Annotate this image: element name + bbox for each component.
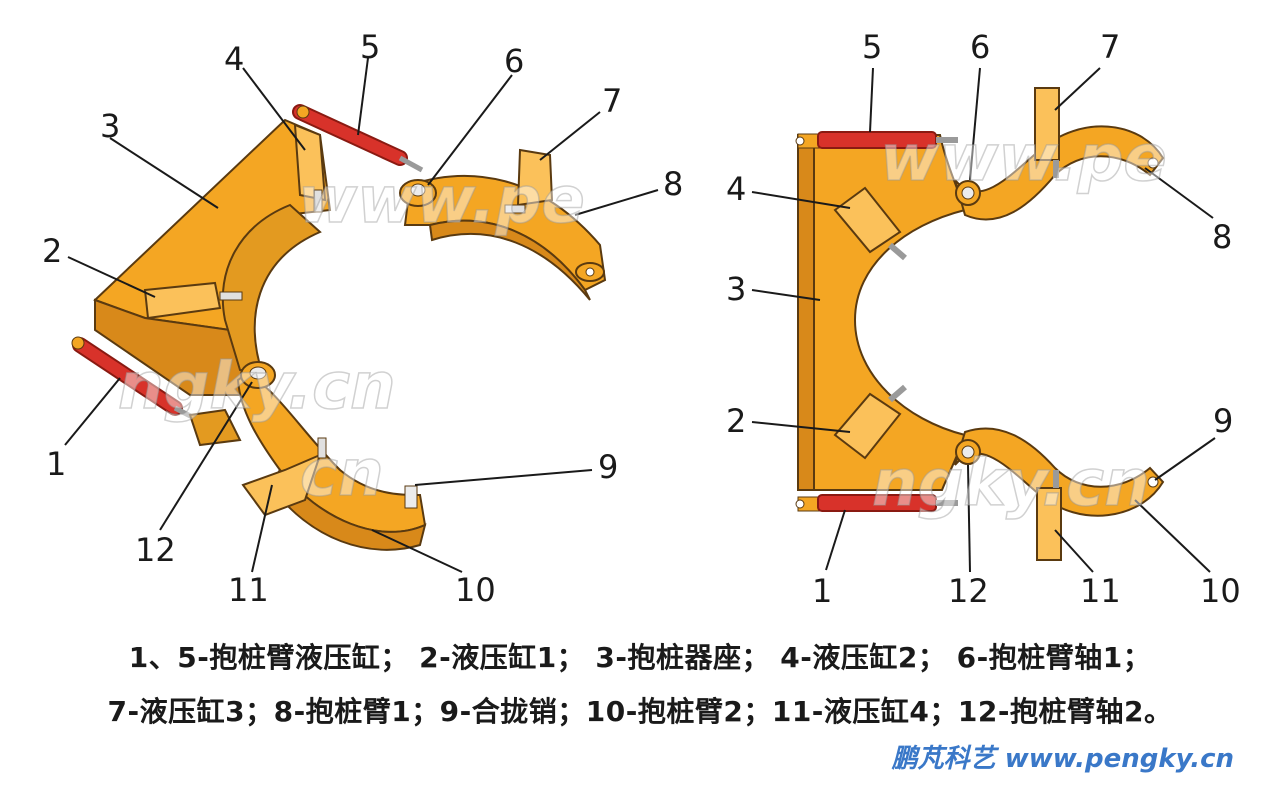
closing-pin-3d — [404, 485, 418, 509]
arm-cylinder-1-top — [795, 494, 958, 512]
left-label-5: 5 — [360, 28, 380, 66]
legend-line-1: 1、5-抱桩臂液压缸； 2-液压缸1； 3-抱桩器座； 4-液压缸2； 6-抱桩… — [128, 641, 1152, 674]
left-label-3: 3 — [100, 107, 120, 145]
arm-cylinder-1-3d — [71, 336, 242, 447]
cylinder-11-rod — [317, 437, 327, 459]
cylinder-2-rod-top — [888, 384, 907, 403]
right-label-7: 7 — [1100, 28, 1120, 66]
left-label-7: 7 — [602, 82, 622, 120]
right-top-view: 5 6 7 8 4 3 2 9 1 12 11 10 www.pe ngky.c… — [726, 28, 1241, 610]
right-label-3: 3 — [726, 270, 746, 308]
cylinder-2-rod — [219, 291, 243, 301]
left-label-10: 10 — [455, 571, 496, 609]
watermark-left-top: www.pe — [298, 164, 585, 238]
watermark-left-bottom: ngky.cn — [118, 350, 396, 424]
left-label-6: 6 — [504, 42, 524, 80]
legend-line-2: 7-液压缸3；8-抱桩臂1；9-合拢销；10-抱桩臂2；11-液压缸4；12-抱… — [107, 695, 1173, 728]
right-label-12: 12 — [948, 572, 989, 610]
left-label-4: 4 — [224, 40, 244, 78]
arm-1-tip — [1147, 157, 1159, 169]
left-label-9: 9 — [598, 448, 618, 486]
pivot-shaft-1-pin — [410, 183, 426, 197]
arm-cylinder-5-3d — [292, 104, 424, 173]
right-label-2: 2 — [726, 402, 746, 440]
right-label-4: 4 — [726, 170, 746, 208]
right-label-5: 5 — [862, 28, 882, 66]
cylinder-4-block-3d — [293, 123, 327, 202]
clamp-arm-1-top — [954, 125, 1165, 221]
cylinder-4-block-top — [833, 186, 902, 254]
clamp-arm-1-side — [428, 219, 591, 301]
right-label-1: 1 — [812, 572, 832, 610]
pivot-shaft-2-top-pin — [961, 445, 975, 459]
cylinder-2-block-top — [833, 392, 902, 460]
left-label-8: 8 — [663, 165, 683, 203]
seat-back-strip — [797, 134, 815, 491]
cylinder-11-block-top — [1036, 487, 1062, 561]
left-3d-view: 3 4 5 6 7 8 2 1 9 12 11 10 www.pe ngky.c… — [42, 28, 683, 609]
cylinder-4-rod — [313, 189, 323, 213]
right-label-6: 6 — [970, 28, 990, 66]
cylinder-7-rod — [504, 204, 526, 214]
right-label-10: 10 — [1200, 572, 1241, 610]
clamp-diagram: 3 4 5 6 7 8 2 1 9 12 11 10 www.pe ngky.c… — [42, 28, 1241, 610]
pivot-shaft-1-top-pin — [961, 186, 975, 200]
arm-cylinder-5-top — [795, 131, 958, 149]
left-label-1: 1 — [46, 445, 66, 483]
right-label-9: 9 — [1213, 402, 1233, 440]
arm-1-lug-hole — [585, 267, 595, 277]
cylinder-11-block-3d — [241, 453, 322, 517]
cylinder-7-block-3d — [516, 148, 554, 207]
brand-watermark: 鹏芃科艺 www.pengky.cn — [891, 744, 1234, 774]
right-label-8: 8 — [1212, 218, 1232, 256]
watermark-right-bottom: ngky.cn — [872, 447, 1150, 521]
watermark-right-top: www.pe — [880, 122, 1167, 196]
left-label-2: 2 — [42, 232, 62, 270]
cylinder-2-block-3d — [143, 281, 222, 320]
pivot-shaft-2-pin — [249, 366, 267, 380]
watermark-left-bottom-2: cn — [300, 437, 384, 511]
left-label-12: 12 — [135, 531, 176, 569]
cylinder-7-block-top — [1034, 87, 1060, 161]
right-label-11: 11 — [1080, 572, 1121, 610]
left-label-11: 11 — [228, 571, 269, 609]
cylinder-4-rod-top — [888, 242, 907, 261]
